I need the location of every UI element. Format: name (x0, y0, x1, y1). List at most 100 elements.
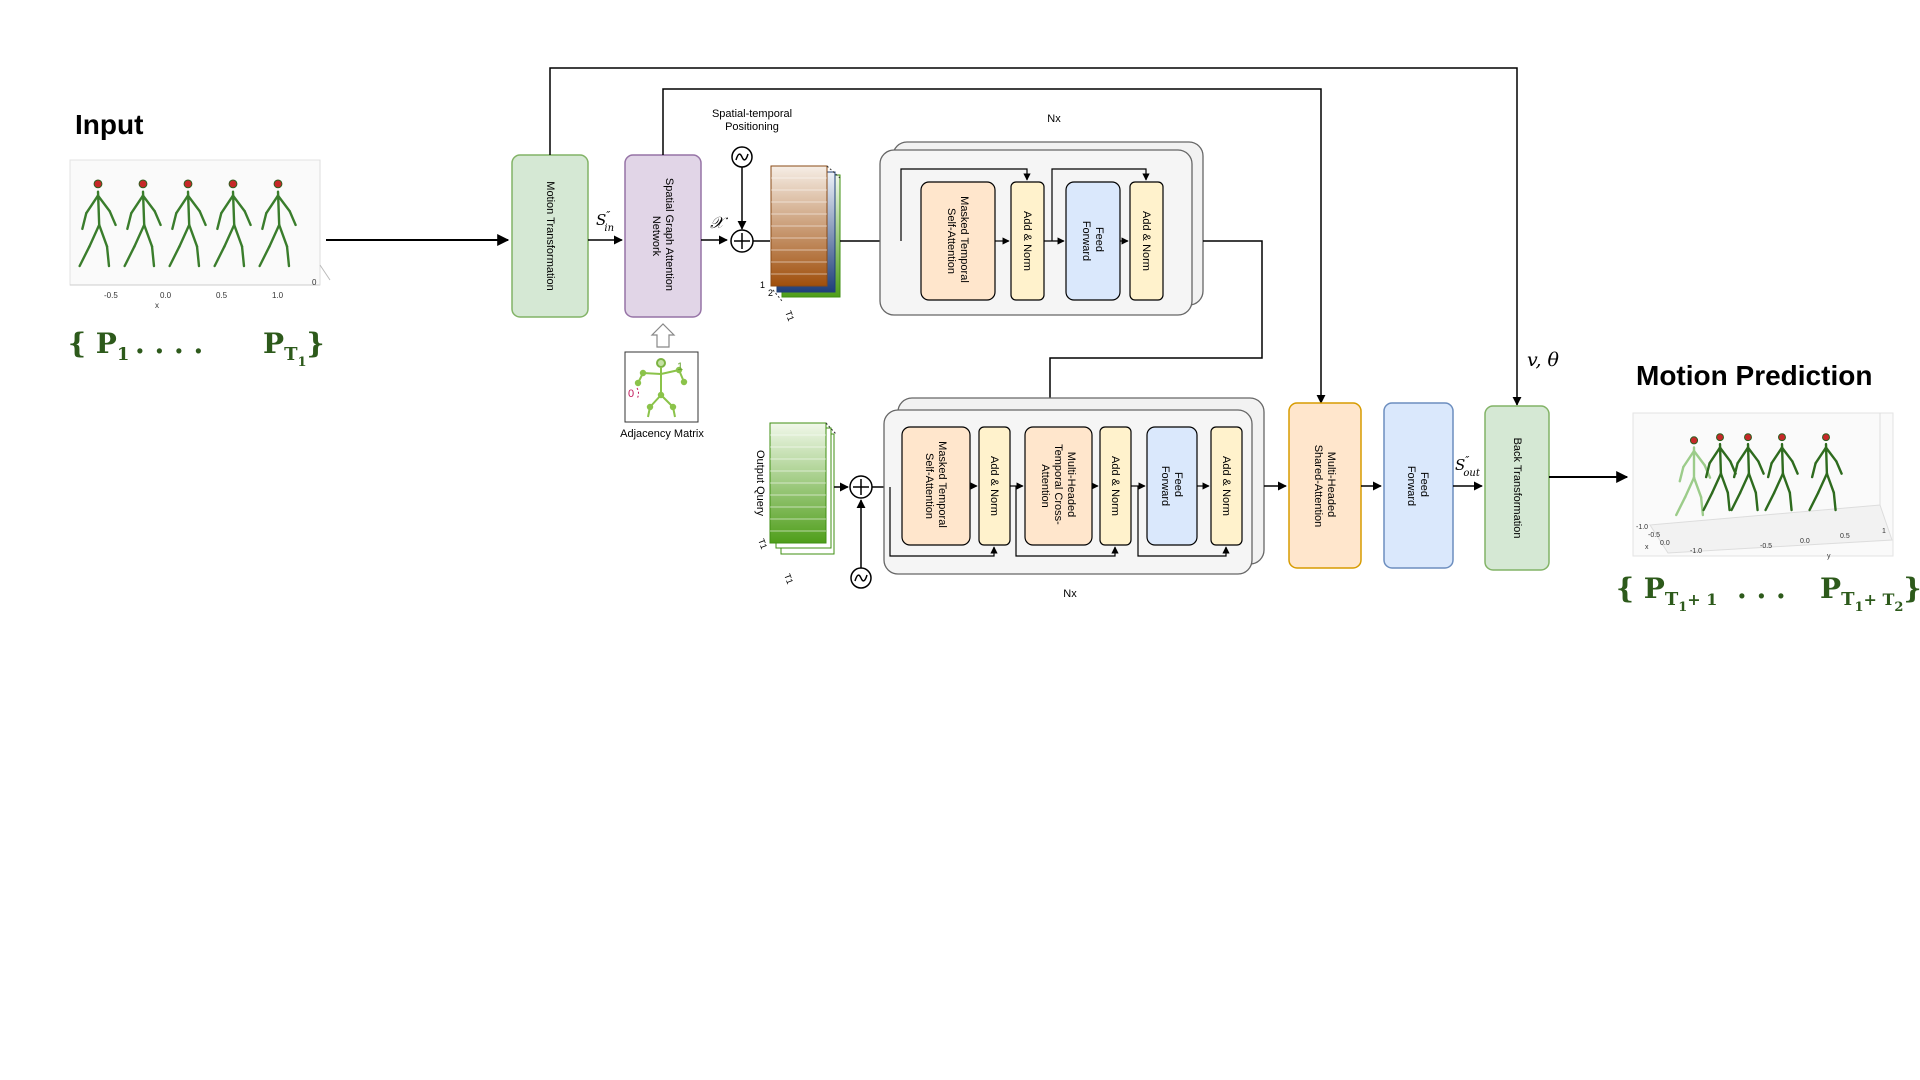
svg-text:PT1}: PT1} (263, 327, 325, 370)
input-formula-dots: . . . . (135, 327, 203, 360)
enc-feed-label-2: Forward (1080, 221, 1092, 261)
cross-label-1: Multi-Headed (1065, 452, 1077, 517)
spatial-graph-attention-block: Spatial Graph Attention Network (624, 154, 702, 318)
encoder-nx-label: Nx (1047, 113, 1061, 125)
input-tick-1: 0.0 (160, 291, 172, 300)
svg-text:Multi-Headed Temporal Cr: Multi-Headed Temporal Cross- Attention (1039, 444, 1077, 528)
input-skeleton-plot: -0.5 0.0 0.5 1.0 x 0 (69, 159, 331, 310)
dec-masked-label-2: Self-Attention (923, 453, 935, 519)
input-formula-end-sub: T (284, 344, 298, 365)
skeleton-figure (258, 179, 297, 268)
feed-forward-block: Feed Forward (1383, 402, 1454, 569)
query-tick-t1: T1 (782, 572, 795, 585)
motion-transformation-block: Motion Transformation (511, 154, 589, 318)
dec-masked-label-1: Masked Temporal (936, 441, 948, 528)
s-out-sub: out (1463, 468, 1480, 479)
arrow-motion-to-back (549, 67, 1522, 406)
encoder-tick-2: 2 (768, 288, 773, 298)
enc-masked-label-2: Self-Attention (945, 208, 957, 274)
out-formula-open: { P (1616, 572, 1665, 605)
output-skeletons (1675, 433, 1843, 517)
skeleton-figure (1702, 433, 1737, 512)
shared-attention-block: Multi-Headed Shared-Attention (1288, 402, 1362, 569)
svg-text:Feed Forward: Feed Forward (1159, 466, 1184, 506)
svg-text:PT1+ T2}: PT1+ T2} (1820, 572, 1920, 615)
back-transformation-block: Back Transformation (1484, 405, 1550, 571)
enc-addnorm-1-label: Add & Norm (1021, 211, 1033, 271)
decoder-positional-icon (850, 567, 872, 589)
input-tick-3: 1.0 (272, 291, 284, 300)
skeleton-figure (213, 179, 252, 268)
enc-addnorm-2-label: Add & Norm (1140, 211, 1152, 271)
query-tick-t1-b: T1 (756, 537, 769, 550)
out-formula-end: P (1820, 572, 1841, 605)
adjacency-one: 1 (677, 361, 683, 373)
svg-text:Spatial Graph Attention: Spatial Graph Attention Network (650, 178, 675, 294)
out-tick-x-0: -1.0 (1636, 524, 1648, 531)
dec-addnorm-2-label: Add & Norm (1109, 456, 1121, 516)
input-z-tick: 0 (312, 278, 317, 287)
output-query-label: Output Query (754, 450, 766, 517)
output-title: Motion Prediction (1636, 360, 1872, 391)
input-x-label: x (155, 301, 159, 310)
out-formula-dots: . . . (1737, 572, 1786, 605)
input-formula: { P1 . . . . PT1} (68, 327, 325, 370)
out-formula-subsub: 1 (1678, 600, 1687, 615)
cross-label-3: Attention (1039, 464, 1051, 507)
v-theta-label: v, θ (1527, 349, 1560, 371)
spatial-temporal-label-1: Spatial-temporal (712, 108, 792, 120)
adjacency-matrix-label: Adjacency Matrix (620, 428, 704, 440)
dec-addnorm-1-label: Add & Norm (988, 456, 1000, 516)
svg-text:Feed Forward: Feed Forward (1080, 221, 1105, 261)
out-tick-y-4: 1 (1882, 528, 1886, 535)
out-tick-y-1: -0.5 (1760, 543, 1772, 550)
arrow-sgat-to-shared (662, 88, 1326, 404)
enc-feed-label-1: Feed (1093, 227, 1105, 252)
enc-masked-label-1: Masked Temporal (958, 196, 970, 283)
input-title: Input (75, 109, 143, 140)
encoder-tick-t1: T1 (783, 309, 796, 322)
svg-text:{ PT1+ 1: { PT1+ 1 (1616, 572, 1717, 615)
out-tick-y-3: 0.5 (1840, 533, 1850, 540)
input-formula-end-subsub: 1 (297, 355, 306, 370)
output-query-lines (770, 434, 826, 532)
s-in-label: S″in (596, 209, 614, 234)
shared-label-1: Multi-Headed (1325, 452, 1337, 517)
arrow-encoder-to-cross (1045, 240, 1263, 426)
out-tick-y-2: 0.0 (1800, 538, 1810, 545)
output-formula: { PT1+ 1 . . . PT1+ T2} (1616, 572, 1920, 615)
input-skeletons (78, 179, 297, 268)
sgat-label-2: Network (650, 216, 662, 257)
svg-text:Feed Forward: Feed Forward (1405, 466, 1430, 506)
decoder-add-node (849, 475, 873, 499)
out-tick-y-0: -1.0 (1690, 548, 1702, 555)
s-in-sup: ″ (606, 209, 611, 222)
input-formula-sub: 1 (117, 344, 130, 365)
dec-feed-label-2: Forward (1159, 466, 1171, 506)
input-tick-0: -0.5 (104, 291, 118, 300)
out-y-label: y (1827, 553, 1831, 560)
sgat-label-1: Spatial Graph Attention (663, 178, 675, 291)
out-formula-end-subsub: 1 (1854, 600, 1863, 615)
input-tick-2: 0.5 (216, 291, 228, 300)
dec-addnorm-3-label: Add & Norm (1220, 456, 1232, 516)
out-x-label: x (1645, 544, 1649, 551)
output-query-stack: T1 T1 (756, 422, 837, 586)
svg-text:Multi-Headed Shared-Atte: Multi-Headed Shared-Attention (1312, 445, 1337, 528)
skeleton-figure (123, 179, 162, 268)
encoder-stack-lines (771, 177, 827, 275)
skeleton-figure (1764, 433, 1799, 512)
spatial-temporal-label-2: Positioning (725, 121, 779, 133)
out-formula-end-plus: + T (1864, 590, 1895, 609)
encoder-feature-stack: 1 2 T1 (760, 165, 841, 323)
out-formula-plus: + 1 (1687, 590, 1717, 609)
s-out-symbol: S (1455, 456, 1465, 474)
s-in-sub: in (604, 223, 614, 234)
skeleton-figure (168, 179, 207, 268)
svg-text:Masked Temporal Self-Att: Masked Temporal Self-Attention (923, 441, 948, 531)
encoder-add-node (730, 229, 754, 253)
out-formula-end-sub: T (1841, 589, 1855, 610)
out-formula-close: } (1903, 572, 1920, 605)
decoder-block: Masked Temporal Self-Attention Add & Nor… (883, 397, 1265, 575)
